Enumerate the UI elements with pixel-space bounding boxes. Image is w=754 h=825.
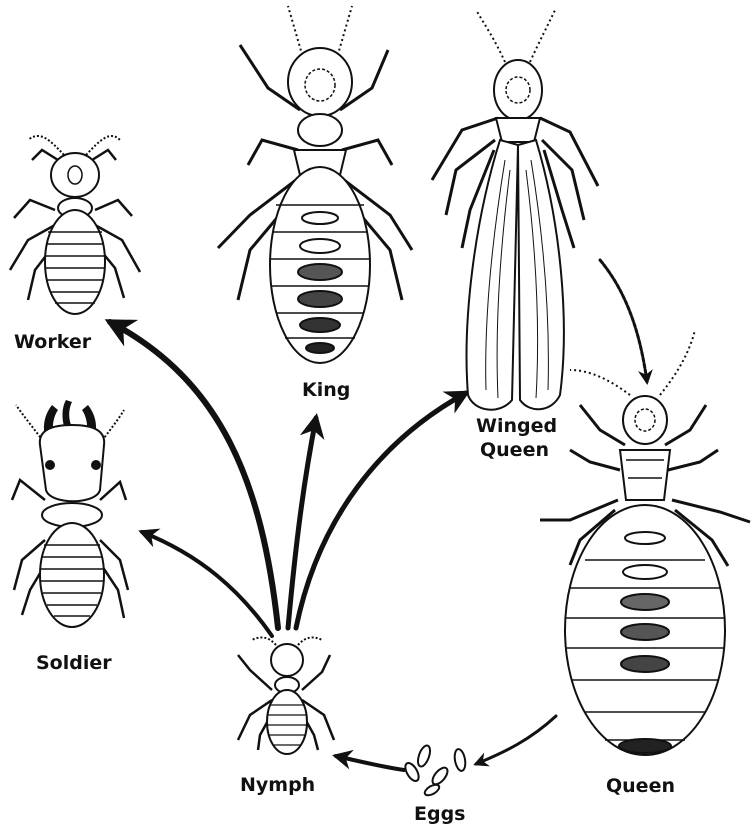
arrow-eggs-to-nymph	[336, 756, 404, 770]
winged-queen-left-wing	[467, 140, 518, 410]
label-worker: Worker	[14, 331, 92, 353]
king-thorax	[298, 114, 342, 146]
label-eggs: Eggs	[414, 803, 466, 825]
queen-antennae	[570, 330, 695, 395]
winged-queen-right-wing	[518, 140, 564, 409]
soldier-termite	[12, 400, 128, 627]
label-winged-queen-line2: Queen	[480, 439, 549, 461]
label-soldier: Soldier	[36, 652, 112, 674]
eggs-cluster	[403, 744, 467, 798]
label-nymph: Nymph	[240, 774, 315, 796]
arrow-nymph-to-soldier	[142, 532, 272, 636]
queen-termite	[540, 330, 750, 755]
label-queen: Queen	[606, 775, 675, 797]
label-king: King	[302, 379, 350, 401]
worker-abdomen	[45, 210, 105, 314]
winged-queen-termite	[432, 8, 598, 410]
king-termite	[218, 6, 412, 363]
worker-termite	[10, 136, 140, 314]
arrow-winged-queen-to-queen	[600, 260, 647, 382]
nymph-termite	[238, 637, 334, 754]
soldier-abdomen	[40, 523, 104, 627]
arrow-nymph-to-winged-queen	[296, 393, 466, 628]
label-winged-queen-line1: Winged	[476, 415, 557, 437]
lifecycle-arrows	[110, 260, 647, 770]
nymph-head	[271, 644, 303, 676]
winged-queen-thorax	[496, 118, 540, 142]
queen-thorax	[620, 450, 670, 500]
winged-queen-antennae	[476, 8, 556, 62]
arrow-queen-to-eggs	[476, 716, 556, 764]
arrow-nymph-to-worker	[110, 322, 278, 628]
